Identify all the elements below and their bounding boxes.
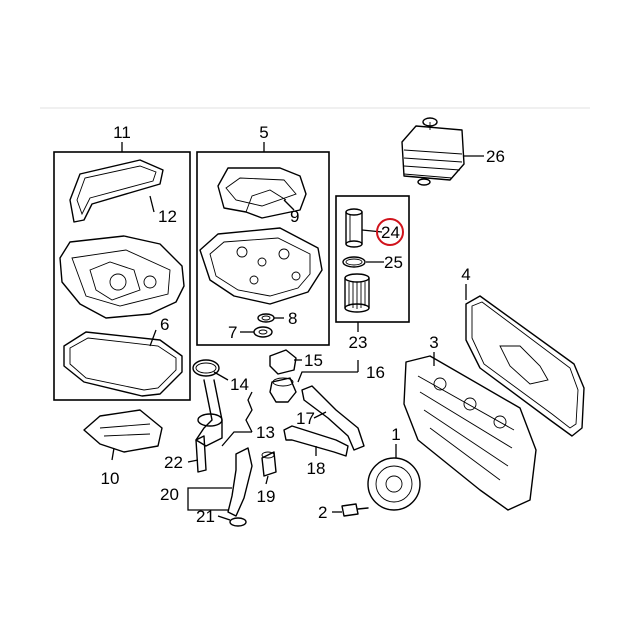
part-3-valve-cover (403, 355, 537, 511)
callout-26: 26 (486, 147, 505, 166)
part-filter-cap (344, 273, 370, 313)
callout-1: 1 (391, 425, 400, 444)
callout-4: 4 (461, 265, 470, 284)
group-box-23 (335, 195, 410, 323)
part-7-washer (253, 326, 273, 338)
leader-lines (111, 142, 484, 521)
callout-11: 11 (113, 123, 131, 142)
part-20-pipe (227, 447, 253, 517)
part-26-oil-cooler (401, 117, 465, 186)
part-13-dipstick-tube (195, 379, 223, 447)
callout-13: 13 (256, 423, 275, 442)
callout-10: 10 (101, 469, 120, 488)
group-box-5 (196, 151, 330, 346)
callout-19: 19 (257, 487, 276, 506)
part-19-hose (261, 451, 277, 477)
part-17-pipe (301, 385, 365, 451)
part-21-o-ring (229, 517, 247, 527)
part-9-baffle (217, 167, 307, 219)
part-18-pipe (283, 425, 349, 457)
callout-8: 8 (288, 309, 297, 328)
part-4-valve-cover-gasket (465, 295, 585, 437)
part-15-housing (269, 349, 297, 375)
callout-18: 18 (307, 459, 326, 478)
callout-7: 7 (228, 323, 237, 342)
callout-12: 12 (158, 207, 177, 226)
callout-9: 9 (290, 207, 299, 226)
part-22-bracket (195, 435, 207, 473)
callout-6: 6 (160, 315, 169, 334)
part-oil-pan-upper (59, 235, 185, 319)
part-24-filter-element (345, 208, 363, 248)
callout-5: 5 (259, 123, 268, 142)
part-8-plug (257, 313, 275, 323)
part-2-bolt (341, 503, 369, 517)
callout-3: 3 (429, 333, 438, 352)
part-6-gasket (63, 331, 183, 397)
callout-24: 24 (381, 223, 400, 242)
part-14-o-ring (192, 359, 220, 377)
part-oil-pan-lower (199, 227, 323, 305)
part-1-pulley (367, 457, 421, 511)
callout-17: 17 (296, 409, 315, 428)
callout-23: 23 (349, 333, 368, 352)
part-16-housing (269, 377, 297, 403)
callout-2: 2 (318, 503, 327, 522)
callout-22: 22 (164, 453, 183, 472)
callout-16: 16 (366, 363, 385, 382)
callout-15: 15 (304, 351, 323, 370)
part-25-o-ring (342, 256, 366, 268)
part-12-gasket (69, 159, 164, 223)
callout-14: 14 (230, 375, 249, 394)
part-10-heat-shield (83, 409, 163, 453)
callout-21: 21 (196, 507, 215, 526)
callout-20: 20 (160, 485, 179, 504)
highlight-circle-24 (376, 218, 404, 246)
callout-25: 25 (384, 253, 403, 272)
